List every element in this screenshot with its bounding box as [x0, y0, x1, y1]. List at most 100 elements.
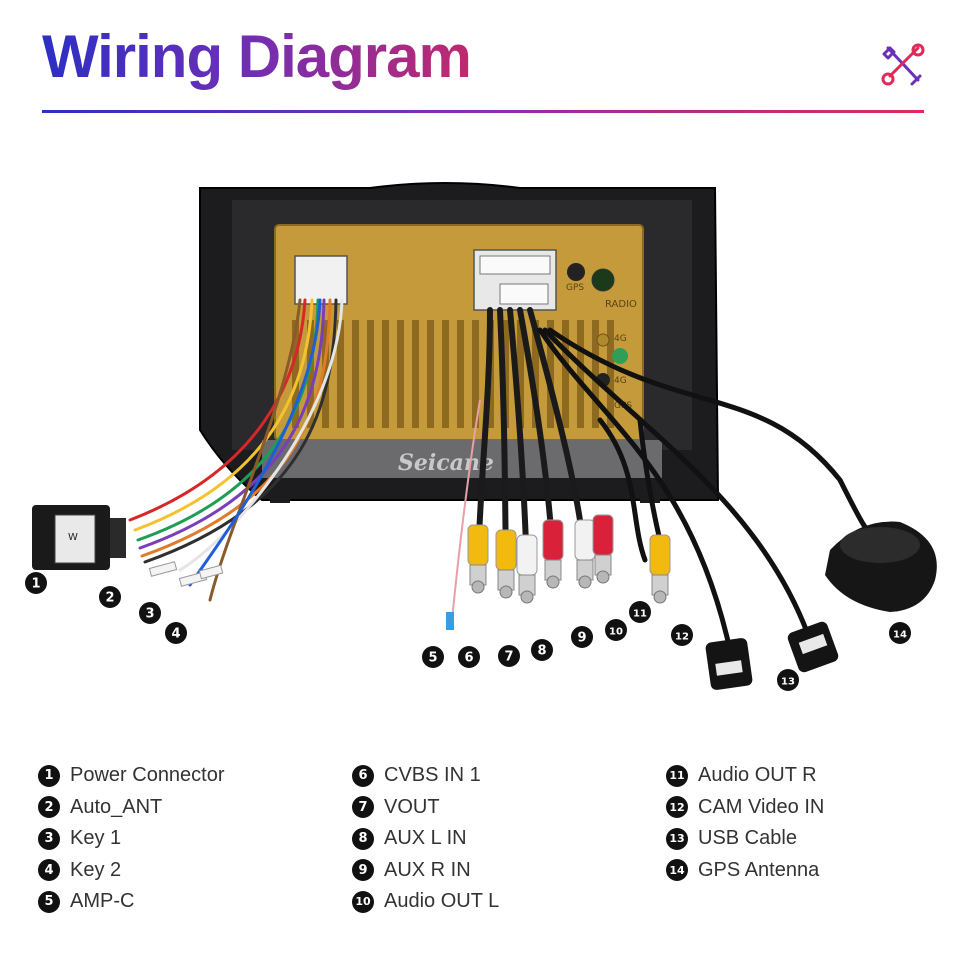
rca-plug — [649, 534, 671, 604]
vent-slot — [382, 320, 389, 428]
port-label-4g-2: 4G — [614, 376, 627, 386]
callout-number: 5 — [428, 651, 437, 666]
vent-slot — [547, 320, 554, 428]
vent-slot — [292, 320, 299, 428]
title-divider — [42, 110, 924, 113]
legend-number-badge: 8 — [352, 827, 374, 850]
legend-label: AMP-C — [70, 890, 135, 913]
legend-label: GPS Antenna — [698, 858, 820, 881]
legend-item: 9 AUX R IN — [352, 855, 652, 887]
legend-number-badge: 7 — [352, 796, 374, 819]
vent-slot — [427, 320, 434, 428]
legend-label: Audio OUT R — [698, 764, 817, 787]
callout-number: 11 — [633, 609, 647, 620]
usb-plug-2 — [787, 621, 839, 673]
legend-label: VOUT — [384, 795, 440, 818]
legend-item: 6 CVBS IN 1 — [352, 760, 652, 792]
vent-slot — [562, 320, 569, 428]
page-title: Wiring Diagram — [42, 23, 472, 90]
callout-13: 13 — [777, 669, 799, 691]
gps-antenna — [825, 521, 937, 612]
tools-icon — [881, 43, 925, 86]
legend-item: 13 USB Cable — [666, 823, 966, 855]
legend-label: AUX R IN — [384, 858, 471, 881]
usb-gps-cables — [537, 327, 883, 653]
rca-plug — [592, 514, 614, 584]
legend-label: USB Cable — [698, 827, 797, 850]
legend-label: Auto_ANT — [70, 795, 163, 818]
gps-port — [567, 263, 585, 281]
legend-label: CAM Video IN — [698, 795, 825, 818]
callout-14: 14 — [889, 622, 911, 644]
rca-plug — [516, 534, 538, 604]
vent-slot — [577, 320, 584, 428]
legend-item: 5 AMP-C — [38, 886, 338, 918]
legend-item: 14 GPS Antenna — [666, 855, 966, 887]
callout-number: 14 — [893, 630, 907, 641]
vent-slot — [322, 320, 329, 428]
callout-number: 4 — [171, 627, 180, 642]
callout-1: 1 — [25, 572, 47, 594]
legend-label: CVBS IN 1 — [384, 764, 481, 787]
rca-plug — [467, 524, 489, 594]
callout-4: 4 — [165, 622, 187, 644]
callout-2: 2 — [99, 586, 121, 608]
callout-7: 7 — [498, 645, 520, 667]
legend-label: Power Connector — [70, 764, 225, 787]
callout-number: 9 — [577, 631, 586, 646]
amp-c-wire — [451, 399, 481, 621]
callout-number: 13 — [781, 677, 795, 688]
legend-number-badge: 9 — [352, 859, 374, 882]
legend-label: Key 1 — [70, 827, 122, 850]
callout-number: 12 — [675, 632, 689, 643]
vent-slot — [607, 320, 614, 428]
legend-number-badge: 13 — [666, 827, 688, 850]
legend-number-badge: 14 — [666, 859, 688, 882]
vent-slot — [592, 320, 599, 428]
callout-number: 3 — [145, 607, 154, 622]
callout-9: 9 — [571, 626, 593, 648]
vent-slot — [442, 320, 449, 428]
rca-plugs — [467, 419, 671, 604]
vent-slot — [352, 320, 359, 428]
port-label-radio: RADIO — [605, 299, 637, 310]
callout-6: 6 — [458, 646, 480, 668]
legend-number-badge: 10 — [352, 890, 374, 913]
usb-plug-1 — [705, 638, 753, 690]
callout-10: 10 — [605, 619, 627, 641]
vent-slot — [337, 320, 344, 428]
legend-number-badge: 5 — [38, 890, 60, 913]
callout-3: 3 — [139, 602, 161, 624]
brand-label: Seicane — [398, 450, 494, 476]
legend-number-badge: 6 — [352, 764, 374, 787]
callout-number: 6 — [464, 651, 473, 666]
legend-number-badge: 4 — [38, 859, 60, 882]
callout-number: 10 — [609, 627, 623, 638]
callout-number: 8 — [537, 644, 546, 659]
vent-slot — [367, 320, 374, 428]
legend-item: 2 Auto_ANT — [38, 792, 338, 824]
chassis-vents — [292, 320, 614, 428]
rca-plug — [574, 519, 596, 589]
legend-item: 7 VOUT — [352, 792, 652, 824]
legend-number-badge: 2 — [38, 796, 60, 819]
vent-slot — [517, 320, 524, 428]
rca-plug — [495, 529, 517, 599]
power-harness-wires — [128, 298, 344, 602]
vent-slot — [457, 320, 464, 428]
legend-number-badge: 1 — [38, 764, 60, 787]
rca-plug — [542, 519, 564, 589]
vent-slot — [307, 320, 314, 428]
callout-12: 12 — [671, 624, 693, 646]
callout-5: 5 — [422, 646, 444, 668]
legend-item: 1 Power Connector — [38, 760, 338, 792]
vent-slot — [397, 320, 404, 428]
port-label-gps: GPS — [566, 283, 584, 293]
callout-11: 11 — [629, 601, 651, 623]
